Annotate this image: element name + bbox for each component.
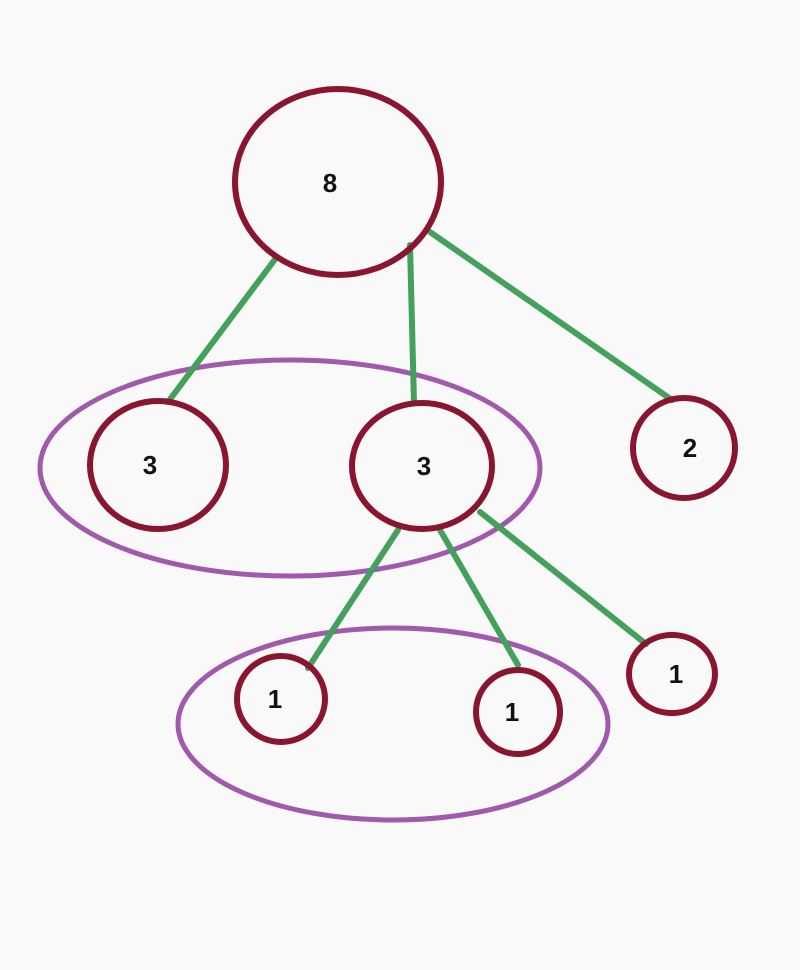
edge-root-right-child xyxy=(427,229,675,403)
group-outline-lower xyxy=(175,625,611,823)
node-left-child: 3 xyxy=(87,398,229,532)
node-label: 1 xyxy=(669,659,683,689)
edge-root-middle-child xyxy=(407,242,417,406)
node-grandchild-c: 1 xyxy=(626,632,718,716)
node-grandchild-b: 1 xyxy=(473,667,563,757)
node-label: 8 xyxy=(323,168,337,198)
edge-root-left-child xyxy=(165,255,279,405)
node-circle xyxy=(630,395,738,501)
edges xyxy=(165,229,675,671)
node-circle xyxy=(232,86,444,278)
node-label: 2 xyxy=(683,433,697,463)
node-label: 1 xyxy=(505,697,519,727)
node-circle xyxy=(234,653,328,745)
edge-middle-grandchild-c xyxy=(477,509,649,647)
node-grandchild-a: 1 xyxy=(234,653,328,745)
node-label: 3 xyxy=(417,451,431,481)
node-circle xyxy=(473,667,563,757)
node-right-child: 2 xyxy=(630,395,738,501)
node-label: 3 xyxy=(143,450,157,480)
node-root: 8 xyxy=(232,86,444,278)
node-circle xyxy=(87,398,229,532)
node-label: 1 xyxy=(268,684,282,714)
group-outline-upper xyxy=(37,357,543,579)
node-circle xyxy=(349,400,495,532)
node-circle xyxy=(626,632,718,716)
edge-middle-grandchild-a xyxy=(305,527,401,671)
node-middle-child: 3 xyxy=(349,400,495,532)
edge-middle-grandchild-b xyxy=(437,527,521,668)
